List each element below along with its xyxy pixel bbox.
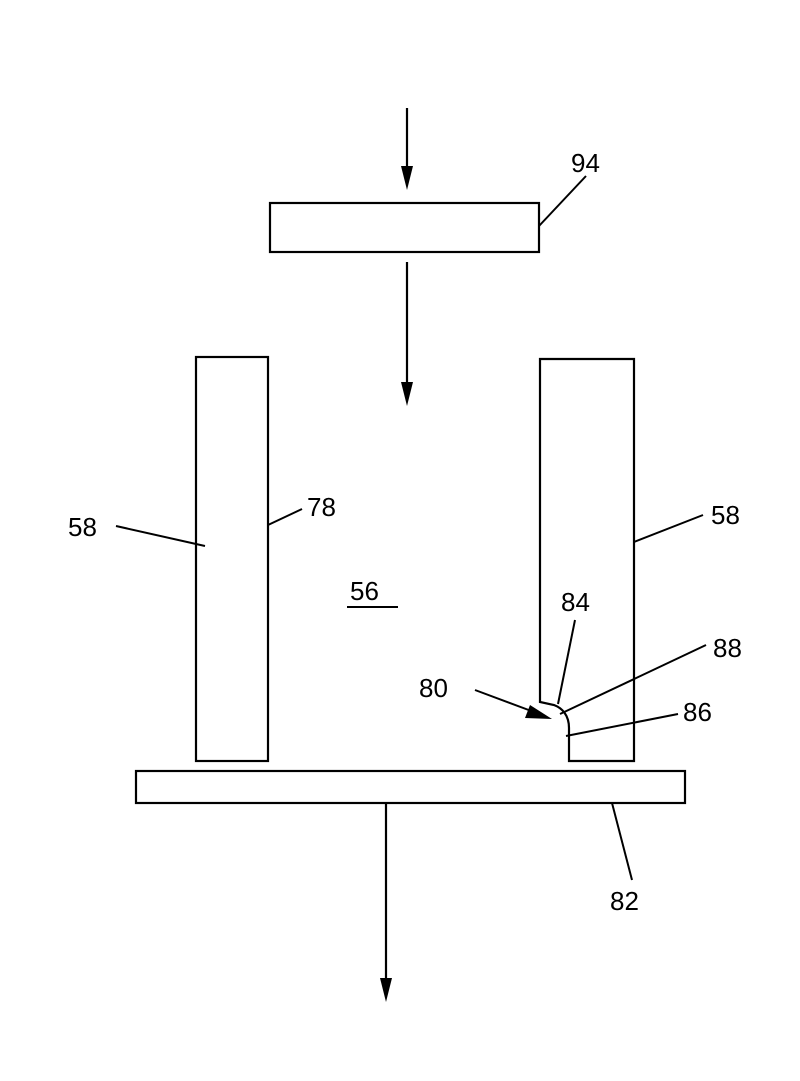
arrow-80 xyxy=(474,689,552,719)
label-80: 80 xyxy=(419,673,448,703)
right-wall-58 xyxy=(538,357,636,763)
leader-82 xyxy=(611,802,633,881)
leader-58-left xyxy=(115,525,206,547)
label-78: 78 xyxy=(307,492,336,522)
leader-84 xyxy=(557,619,576,705)
bottom-plate-82 xyxy=(134,769,687,805)
label-56: 56 xyxy=(350,576,379,606)
inflow-arrow xyxy=(401,108,413,190)
outflow-arrow xyxy=(380,803,392,1002)
chamber-inflow-arrow xyxy=(401,262,413,406)
leader-86 xyxy=(565,713,679,737)
label-84: 84 xyxy=(561,587,590,617)
top-plate-94 xyxy=(268,201,541,254)
left-wall-58 xyxy=(194,355,270,763)
label-86: 86 xyxy=(683,697,712,727)
leader-78 xyxy=(267,508,303,526)
label-88: 88 xyxy=(713,633,742,663)
label-58-right: 58 xyxy=(711,500,740,530)
leader-58-right xyxy=(633,514,704,543)
leader-88 xyxy=(559,644,707,715)
leader-94 xyxy=(538,175,587,227)
label-58-left: 58 xyxy=(68,512,97,542)
label-94: 94 xyxy=(571,148,600,178)
label-82: 82 xyxy=(610,886,639,916)
